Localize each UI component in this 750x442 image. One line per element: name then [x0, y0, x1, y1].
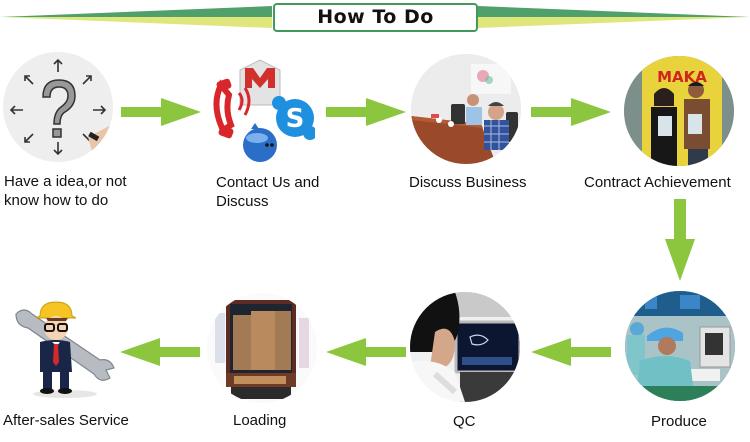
step-contact-label: Contact Us and Discuss	[216, 173, 319, 211]
step-idea-label: Have a idea,or not know how to do	[4, 172, 127, 210]
arrow-left-1	[531, 338, 611, 366]
meeting-photo	[411, 54, 521, 164]
step-contract-image: MAKA	[624, 56, 734, 166]
step-qc-image	[410, 292, 520, 402]
contract-photo: MAKA	[624, 56, 734, 166]
arrow-right-1	[121, 98, 201, 126]
question-mark-icon	[3, 52, 113, 162]
step-idea-label-line1: Have a idea,or not	[4, 173, 127, 190]
step-discuss-image	[411, 54, 521, 164]
step-idea-image	[3, 52, 113, 162]
step-discuss-label: Discuss Business	[409, 174, 527, 191]
arrow-down	[665, 199, 695, 281]
contact-apps-icon: S	[213, 59, 315, 162]
svg-text:S: S	[286, 104, 305, 134]
step-contact-label-line2: Discuss	[216, 193, 269, 210]
step-loading-image	[207, 293, 317, 403]
arrow-right-2	[326, 98, 406, 126]
step-loading-label: Loading	[233, 412, 287, 429]
step-aftersales-image	[10, 300, 115, 400]
step-contract-label: Contract Achievement	[584, 174, 731, 191]
step-contact-image: S	[205, 55, 315, 165]
qc-photo	[410, 292, 520, 402]
banner-right-light	[478, 17, 750, 28]
truck-photo	[207, 293, 317, 403]
arrow-right-3	[531, 98, 611, 126]
step-qc-label: QC	[453, 413, 476, 430]
title-banner	[0, 6, 750, 28]
banner-left-dark	[0, 6, 272, 17]
factory-photo	[625, 291, 735, 401]
maka-sign: MAKA	[657, 68, 707, 86]
step-idea-label-line2: know how to do	[4, 192, 109, 209]
arrow-left-3	[120, 338, 200, 366]
banner-left-light	[0, 17, 272, 28]
step-aftersales-label: After-sales Service	[3, 412, 129, 429]
step-produce-image	[625, 291, 735, 401]
step-produce-label: Produce	[651, 413, 707, 430]
banner-right-dark	[478, 6, 750, 17]
engineer-icon	[15, 301, 115, 398]
step-contact-label-line1: Contact Us and	[216, 174, 320, 191]
page-title: How To Do	[273, 3, 478, 32]
arrow-left-2	[326, 338, 406, 366]
